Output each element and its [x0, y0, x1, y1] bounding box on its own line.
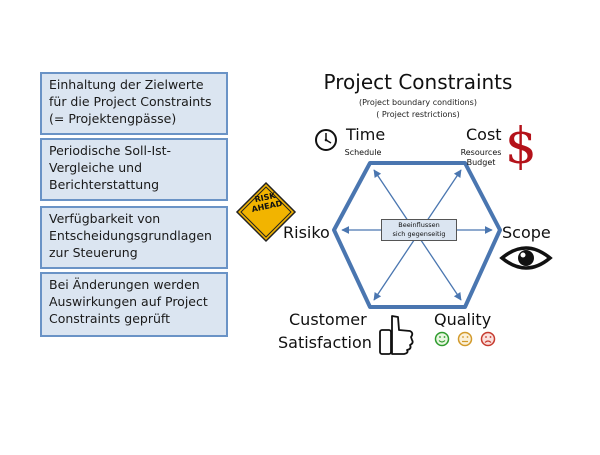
diagram-title: Project Constraints	[323, 70, 513, 94]
thumbs-up-icon	[379, 315, 414, 355]
info-box-line: (= Projektengpässe)	[49, 111, 177, 126]
label-scope: Scope	[502, 223, 551, 242]
info-box-line: zur Steuerung	[49, 245, 138, 260]
info-box-line: Vergleiche und	[49, 160, 142, 175]
info-box-changes: Bei Änderungen werden Auswirkungen auf P…	[40, 272, 228, 337]
label-resources: Resources	[460, 148, 502, 157]
clock-icon	[315, 129, 337, 151]
info-box-targets: Einhaltung der Zielwerte für die Project…	[40, 72, 228, 135]
happy-face-icon	[434, 331, 450, 347]
info-box-line: Einhaltung der Zielwerte	[49, 77, 204, 92]
center-influence-box: Beeinflussen sich gegenseitig	[381, 219, 457, 241]
info-box-decisions: Verfügbarkeit von Entscheidungsgrundlage…	[40, 206, 228, 269]
label-budget: Budget	[466, 158, 496, 167]
label-schedule: Schedule	[344, 148, 382, 157]
info-box-line: für die Project Constraints	[49, 94, 212, 109]
dollar-icon: $	[505, 117, 537, 175]
info-box-line: Periodische Soll-Ist-	[49, 143, 172, 158]
diagram-subtitle: (Project boundary conditions)	[359, 98, 477, 107]
info-box-line: Constraints geprüft	[49, 311, 170, 326]
eye-icon	[499, 246, 553, 270]
label-time: Time	[346, 125, 386, 144]
label-cost: Cost	[466, 125, 502, 144]
neutral-face-icon	[457, 331, 473, 347]
risk-sign-icon	[235, 181, 297, 243]
hexagon-shape	[332, 161, 502, 309]
info-box-line: Bei Änderungen werden	[49, 277, 200, 292]
label-quality: Quality	[434, 310, 492, 329]
label-satisfaction: Satisfaction	[278, 333, 372, 352]
info-box-comparisons: Periodische Soll-Ist- Vergleiche und Ber…	[40, 138, 228, 201]
info-box-line: Verfügbarkeit von	[49, 211, 161, 226]
sad-face-icon	[480, 331, 496, 347]
diagram-subtitle: ( Project restrictions)	[376, 110, 460, 119]
info-box-line: Auswirkungen auf Project	[49, 294, 208, 309]
info-box-line: Entscheidungsgrundlagen	[49, 228, 212, 243]
info-box-line: Berichterstattung	[49, 177, 160, 192]
label-customer: Customer	[289, 310, 367, 329]
label-risiko: Risiko	[283, 223, 330, 242]
